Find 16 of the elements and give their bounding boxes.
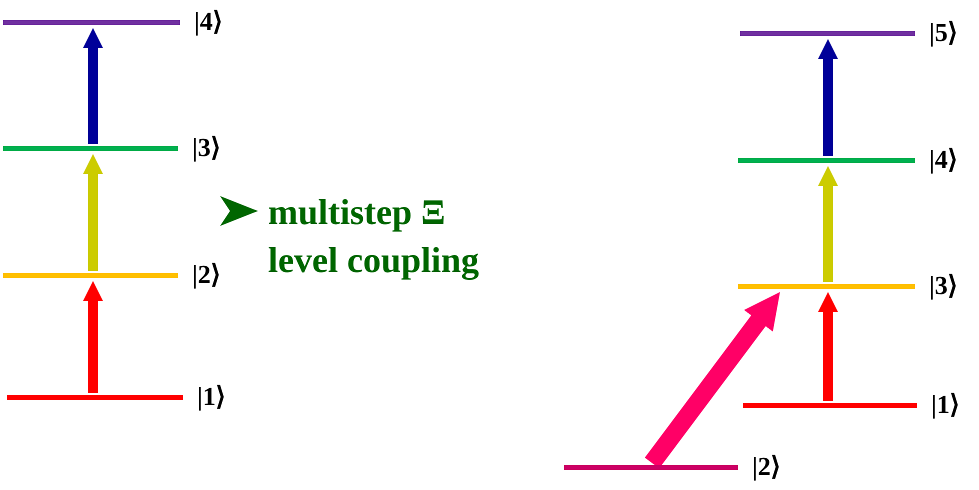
state-label: |2⟩ (192, 260, 221, 290)
arrow (83, 28, 103, 144)
state-label: |1⟩ (931, 390, 960, 420)
state-label: |4⟩ (929, 145, 958, 175)
state-label: |1⟩ (197, 382, 226, 412)
arrow (83, 154, 103, 271)
state-label: |4⟩ (194, 7, 223, 37)
arrow (818, 166, 838, 282)
state-label: |3⟩ (929, 271, 958, 301)
arrow (83, 281, 103, 393)
state-label: |5⟩ (929, 18, 958, 48)
arrow (818, 292, 838, 401)
note-text: multistep Ξ level coupling (268, 191, 480, 282)
state-label: |2⟩ (752, 452, 781, 482)
state-label: |3⟩ (192, 133, 221, 163)
arrow (818, 39, 838, 156)
